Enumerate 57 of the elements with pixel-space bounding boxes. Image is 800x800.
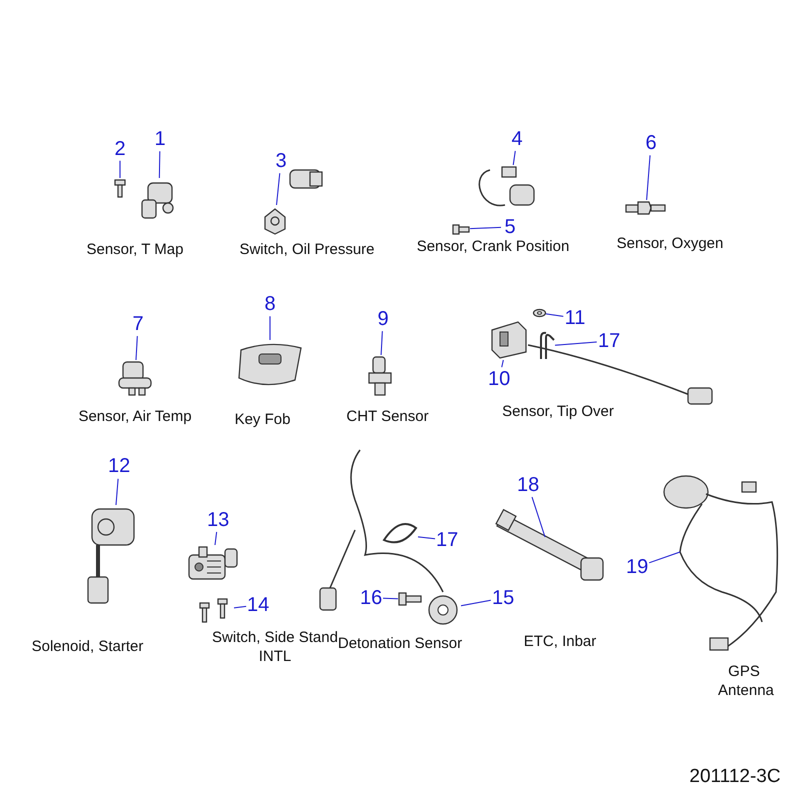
callout-number: 15 [492,587,514,609]
callout-number: 13 [207,509,230,531]
callout-number: 3 [273,150,289,172]
bolt-drawing [452,222,470,236]
part-caption: CHT Sensor [345,407,430,426]
leader-line [382,598,398,600]
callout-number: 10 [488,368,510,390]
leader-line [136,336,138,360]
callout-number: 14 [247,594,270,616]
callout-number: 2 [112,138,128,160]
leader-line [276,172,280,206]
leader-line [501,360,504,368]
callout-number: 17 [598,330,620,352]
leader-line [532,496,546,538]
callout-number: 18 [517,474,540,496]
part-caption: Sensor, Crank Position [416,237,570,256]
leader-line [512,150,516,166]
clip-drawing [382,524,418,546]
sensor-drawing [625,200,667,216]
callout-number: 11 [564,307,586,329]
bolt-drawing [112,178,128,200]
part-caption: Switch, Oil Pressure [238,240,376,259]
washer-drawing [533,309,546,317]
part-caption: Sensor, Tip Over [501,402,615,421]
leader-line [648,552,680,564]
callout-number: 7 [130,313,146,335]
leader-line [470,226,502,230]
part-caption: Solenoid, Starter [30,637,144,656]
part-caption: Sensor, Oxygen [616,234,724,253]
callout-number: 1 [152,128,168,150]
leader-line [380,330,383,356]
bolt-drawing [398,590,422,608]
callout-number: 16 [360,587,382,609]
leader-line [116,478,119,506]
callout-number: 6 [643,132,659,154]
callout-number: 12 [108,455,130,477]
callout-number: 19 [626,556,648,578]
leader-line [546,313,564,317]
callout-number: 5 [502,216,518,238]
leader-line [158,150,160,178]
leader-line [460,600,492,606]
callout-number: 8 [262,293,278,315]
leader-line [418,536,436,540]
part-caption: ETC, Inbar [522,632,598,651]
callout-number: 9 [375,308,391,330]
leader-line [214,531,218,546]
clip-drawing [537,332,555,360]
part-caption: Switch, Side Stand INTL [211,628,339,666]
callout-number: 4 [509,128,525,150]
part-caption: Sensor, T Map [85,240,184,259]
callout-number: 17 [436,529,458,551]
diagram-number: 201112-3C [688,767,782,786]
leader-line [646,154,651,200]
part-caption: Key Fob [234,410,292,429]
leader-line [554,341,598,346]
part-caption: Sensor, Air Temp [77,407,193,426]
leader-line [234,606,247,608]
